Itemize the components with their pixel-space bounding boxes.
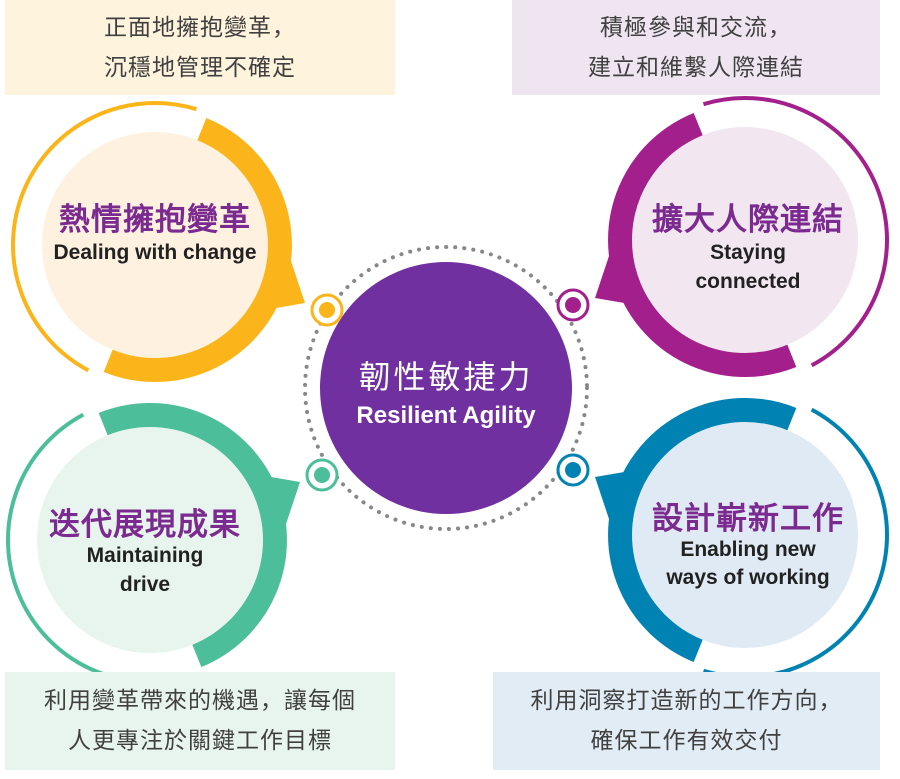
inner-circle (37, 427, 263, 653)
thin-arc (702, 96, 889, 368)
connector-dot (565, 297, 581, 313)
description-box-enabling-new-ways: 利用洞察打造新的工作方向， 確保工作有效交付 (493, 672, 880, 770)
connector-dot (319, 302, 335, 318)
center-title-zh: 韌性敏捷力 (358, 358, 534, 396)
pointer (595, 201, 640, 306)
inner-circle (42, 132, 268, 358)
pointer (595, 469, 640, 574)
description-line: 正面地擁抱變革， (104, 14, 296, 41)
inner-circle (632, 127, 858, 353)
quadrant-title-zh: 設計嶄新工作 (652, 501, 844, 537)
description-line: 建立和維繫人際連結 (588, 54, 804, 81)
connector-dot (314, 467, 330, 483)
description-box-dealing-with-change: 正面地擁抱變革， 沉穩地管理不確定 (5, 0, 395, 95)
description-line: 沉穩地管理不確定 (104, 54, 296, 81)
quadrant-title-zh: 熱情擁抱變革 (59, 202, 251, 238)
center-circle (320, 262, 572, 514)
connector-dot (565, 462, 581, 478)
description-line: 確保工作有效交付 (590, 728, 783, 754)
quadrant-title-zh: 擴大人際連結 (652, 202, 844, 238)
description-box-maintaining-drive: 利用變革帶來的機遇，讓每個 人更專注於關鍵工作目標 (5, 672, 395, 770)
quadrant-title-en: Maintaining (86, 544, 204, 567)
description-box-staying-connected: 積極參與和交流， 建立和維繫人際連結 (512, 0, 880, 95)
thin-arc (11, 101, 198, 373)
quadrant-staying-connected (556, 96, 889, 377)
quadrant-title-zh: 迭代展現成果 (49, 507, 241, 543)
dotted-ring (303, 245, 589, 531)
description-line: 人更專注於關鍵工作目標 (68, 728, 332, 754)
quadrant-title-en: Dealing with change (53, 241, 257, 264)
quadrant-title-en: connected (695, 270, 801, 293)
quadrant-maintaining-drive (6, 403, 339, 684)
quadrant-enabling-new-ways (556, 398, 889, 679)
pointer (255, 474, 300, 579)
description-line: 利用變革帶來的機遇，讓每個 (44, 688, 356, 714)
description-line: 利用洞察打造新的工作方向， (530, 688, 843, 714)
quadrant-title-en: ways of working (666, 566, 830, 589)
quadrant-title-en: Enabling new (680, 538, 816, 561)
description-line: 積極參與和交流， (600, 14, 792, 41)
quadrant-dealing-with-change (11, 101, 344, 382)
center-title-en: Resilient Agility (356, 402, 536, 429)
inner-circle (632, 422, 858, 648)
quadrant-title-en: Staying (710, 241, 786, 264)
pointer (260, 206, 305, 311)
quadrant-title-en: drive (119, 573, 171, 596)
